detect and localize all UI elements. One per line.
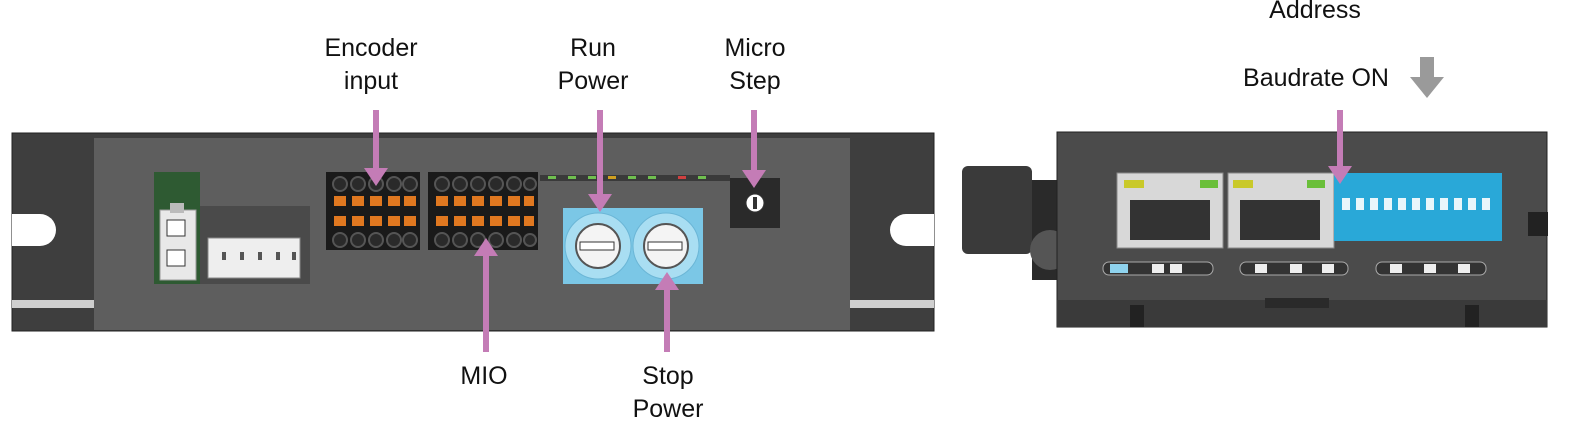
side-panel-device (962, 131, 1548, 328)
baudrate-on-label: Baudrate ON (1243, 64, 1389, 92)
front-panel-device (11, 132, 935, 332)
mio-label: MIO (460, 362, 508, 390)
address-label: Address (1269, 0, 1361, 24)
gray-down-arrow-icon (1410, 57, 1444, 98)
